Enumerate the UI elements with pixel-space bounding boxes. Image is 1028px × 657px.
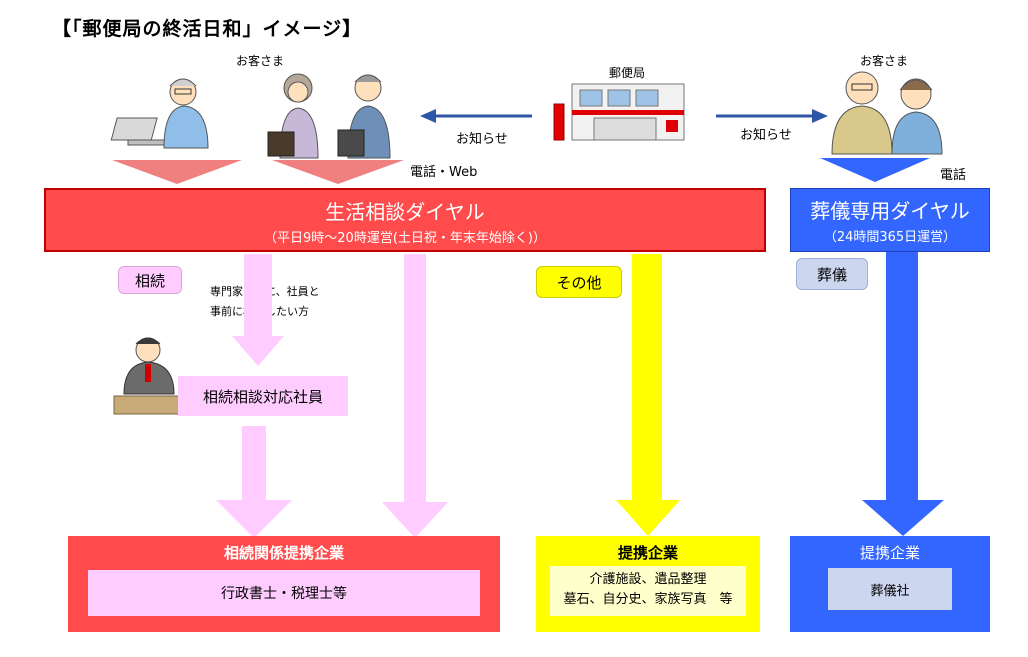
inheritance-partners-item: 行政書士・税理士等 xyxy=(88,570,480,616)
general-partners-items: 介護施設、遺品整理 墓石、自分史、家族写真 等 xyxy=(550,566,746,616)
customer-pc-illustration xyxy=(110,78,209,149)
notice-arrow-left xyxy=(420,109,532,123)
funeral-partners-item: 葬儀社 xyxy=(828,568,952,610)
life-dial-title: 生活相談ダイヤル xyxy=(325,200,485,224)
tag-funeral: 葬儀 xyxy=(796,258,868,290)
page-title: 【「郵便局の終活日和」イメージ】 xyxy=(52,18,363,40)
tag-inheritance: 相続 xyxy=(118,266,182,294)
inheritance-partners-title: 相続関係提携企業 xyxy=(223,544,344,562)
life-dial-hours: （平日9時～20時運営(土日祝・年末年始除く)） xyxy=(264,231,546,246)
customer-phone-woman-illustration xyxy=(267,73,319,159)
post-office-illustration xyxy=(553,83,685,141)
customers-right-label: お客さま xyxy=(860,54,909,68)
arrow-dial-to-staff xyxy=(232,254,284,366)
inheritance-partners-box: 相続関係提携企業 行政書士・税理士等 xyxy=(68,536,500,632)
funeral-dedicated-dial: 葬儀専用ダイヤル （24時間365日運営） xyxy=(790,188,990,252)
general-partners-box: 提携企業 介護施設、遺品整理 墓石、自分史、家族写真 等 xyxy=(536,536,760,632)
arrow-dial-to-inheritance-partners xyxy=(382,254,448,538)
channel-phone-label: 電話 xyxy=(940,168,967,183)
channel-phone-web-label: 電話・Web xyxy=(410,165,478,180)
arrow-phone-to-life-dial xyxy=(272,160,404,184)
customers-elderly-couple-illustration xyxy=(831,71,943,155)
arrow-dial-to-funeral-partners xyxy=(862,252,944,536)
life-consultation-dial: 生活相談ダイヤル （平日9時～20時運営(土日祝・年末年始除く)） xyxy=(44,188,766,252)
notice-left-label: お知らせ xyxy=(456,132,508,147)
general-partners-line-2: 墓石、自分史、家族写真 等 xyxy=(563,592,733,607)
funeral-partners-box: 提携企業 葬儀社 xyxy=(790,536,990,632)
arrow-staff-to-partners xyxy=(216,426,292,538)
general-partners-title: 提携企業 xyxy=(617,544,678,562)
notice-arrow-right xyxy=(716,109,828,123)
funeral-partners-title: 提携企業 xyxy=(859,544,920,562)
tag-other: その他 xyxy=(536,266,622,298)
notice-right-label: お知らせ xyxy=(740,128,792,143)
arrow-dial-to-general-partners xyxy=(616,254,680,536)
staff-consultant-illustration xyxy=(113,337,191,415)
general-partners-line-1: 介護施設、遺品整理 xyxy=(589,572,707,587)
arrow-to-funeral-dial xyxy=(820,158,930,182)
staff-label: 相続相談対応社員 xyxy=(178,376,348,416)
arrow-pc-to-life-dial xyxy=(112,160,242,184)
funeral-dial-hours: （24時間365日運営） xyxy=(823,230,957,245)
customer-phone-man-illustration xyxy=(337,74,391,159)
funeral-dial-title: 葬儀専用ダイヤル xyxy=(810,199,970,223)
customers-left-label: お客さま xyxy=(236,54,285,68)
post-office-label: 郵便局 xyxy=(609,66,646,80)
